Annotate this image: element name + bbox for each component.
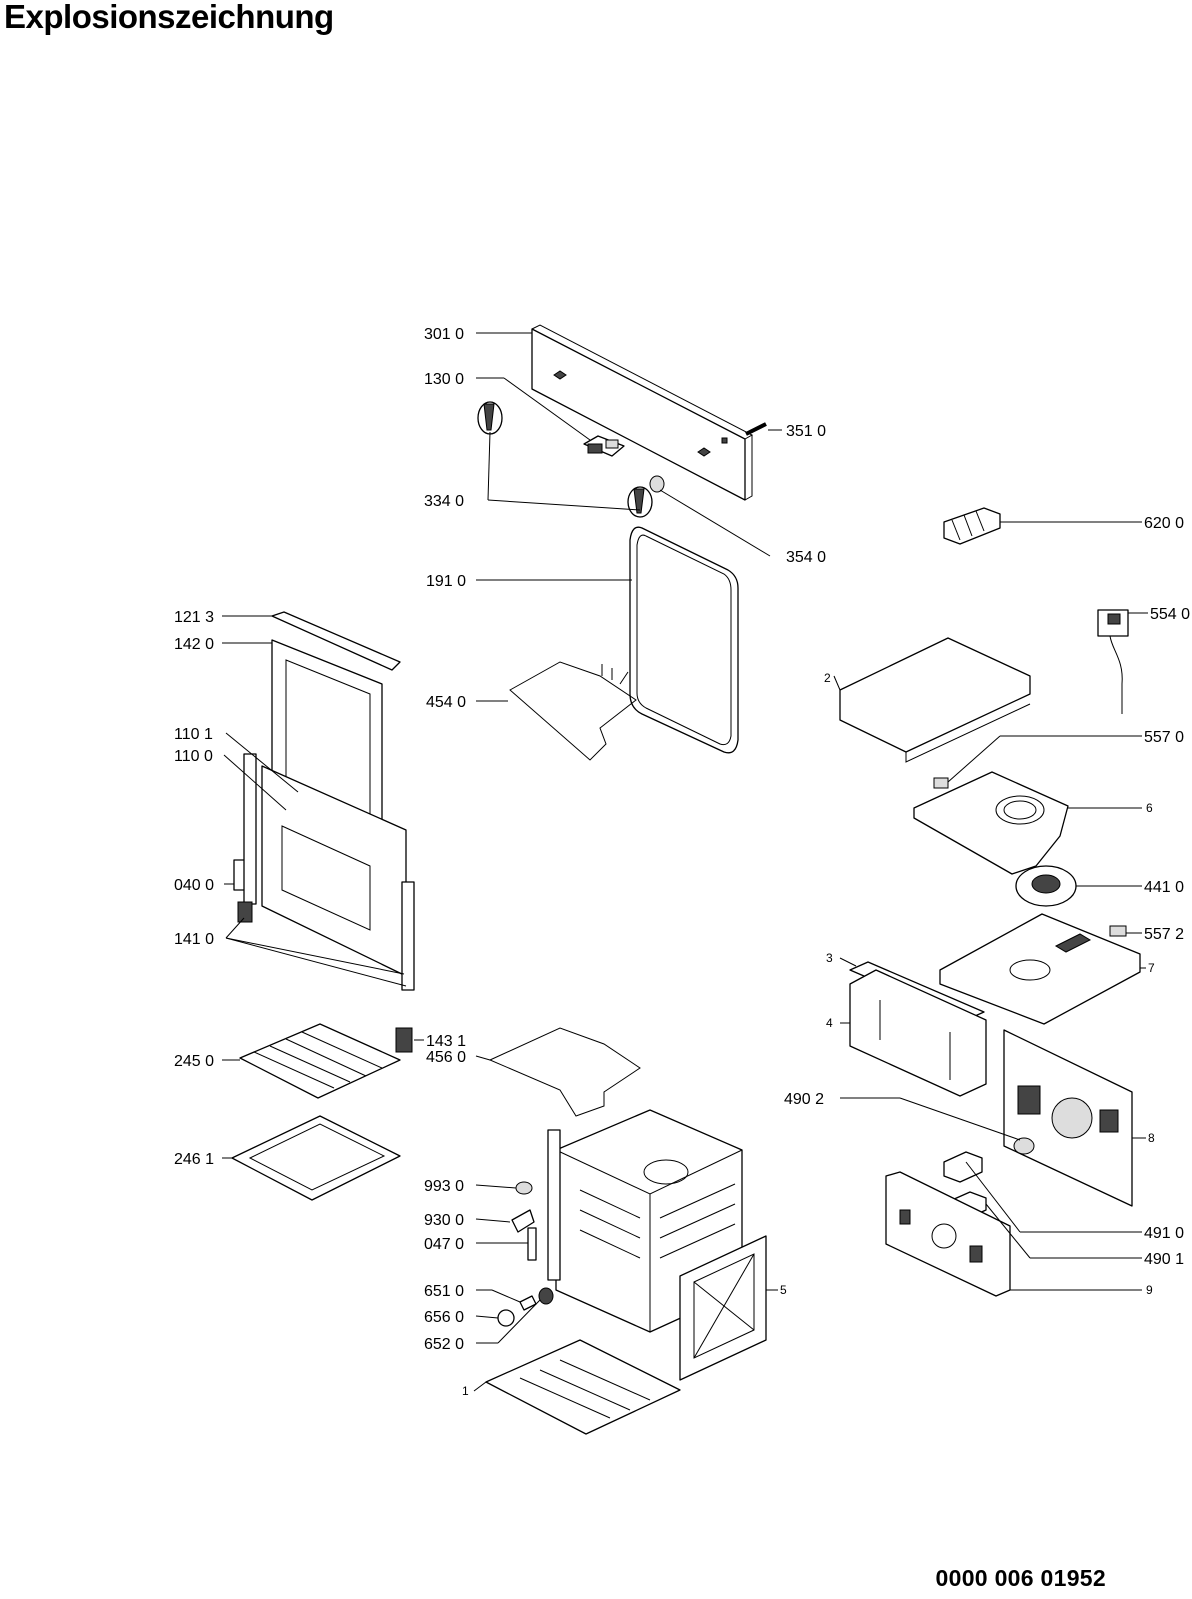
part-label: 354 0 [786,549,826,566]
lamp-glass-part [497,1309,515,1327]
hinge-clip-part [395,1027,413,1053]
part-label: 246 1 [174,1151,214,1168]
hinge-bracket-part [237,901,253,923]
part-label: 7 [1148,961,1155,975]
part-label: 245 0 [174,1053,214,1070]
part-label: 047 0 [424,1236,464,1253]
terminal-part [943,1151,983,1183]
part-label: 6 [1146,801,1153,815]
electronics-bracket-part [849,969,987,1097]
part-labels: 301 0 130 0 351 0 334 0 354 0 620 0 191 … [174,326,1190,1398]
page-title: Explosionszeichnung [4,0,334,35]
switch-part [583,435,625,457]
part-label: 142 0 [174,636,214,653]
part-label: 8 [1148,1131,1155,1145]
clip-part [511,1209,535,1233]
lamp-socket-part [538,1287,554,1305]
lamp-cap-part [649,475,665,493]
top-cover-part [839,637,1031,763]
part-label: 2 [824,671,831,685]
fan-housing-part [913,771,1069,875]
part-label: 1 [462,1384,469,1398]
part-label: 040 0 [174,877,214,894]
wire-rack-part [239,1023,401,1099]
oven-top-panel-part [939,913,1141,1025]
part-label: 141 0 [174,931,214,948]
lamp-holder-part [515,1181,533,1195]
lower-heater-part [488,1027,641,1117]
control-panel-part [531,324,754,501]
part-label: 652 0 [424,1336,464,1353]
bottom-panel-part [485,1339,681,1435]
part-label: 620 0 [1144,515,1184,532]
part-label: 490 2 [784,1091,824,1108]
part-label: 130 0 [424,371,464,388]
upper-heater-part [509,661,637,761]
part-label: 334 0 [424,493,464,510]
thermal-fuse-part [933,777,949,789]
outer-door-part [243,753,415,991]
thermostat-part [1097,609,1129,714]
spindle-part [519,1295,537,1311]
terminal-block-part [943,507,1001,545]
part-label: 301 0 [424,326,464,343]
part-label: 9 [1146,1283,1153,1297]
knob-part [477,401,653,518]
back-wall-part [1003,1029,1133,1207]
part-label: 110 1 [174,726,213,743]
part-label: 557 2 [1144,926,1184,943]
part-label: 993 0 [424,1178,464,1195]
part-label: 490 1 [1144,1251,1184,1268]
baking-tray-part [231,1115,401,1201]
fan-motor-part [1015,865,1077,907]
part-label: 557 0 [1144,729,1184,746]
part-label: 351 0 [786,423,826,440]
part-label: 930 0 [424,1212,464,1229]
part-label: 5 [780,1283,787,1297]
part-label: 491 0 [1144,1225,1184,1242]
leader-lines [222,332,1148,1392]
part-label: 456 0 [426,1049,466,1066]
door-gasket-part [629,526,739,754]
pin-part [745,422,767,436]
part-label: 143 1 [426,1033,466,1050]
part-label: 454 0 [426,694,466,711]
rear-cover-part [885,1171,1011,1297]
part-label: 554 0 [1150,606,1190,623]
side-panel-part [679,1235,767,1381]
part-label: 3 [826,951,833,965]
part-label: 121 3 [174,609,214,626]
part-label: 191 0 [426,573,466,590]
document-number: 0000 006 01952 [935,1565,1106,1591]
part-label: 110 0 [174,748,213,765]
part-label: 651 0 [424,1283,464,1300]
lamp-part [1013,1137,1035,1155]
thermal-fuse-2-part [1109,925,1127,937]
part-label: 4 [826,1016,833,1030]
door-top-profile-part [271,611,401,671]
rail-part [527,1227,537,1261]
part-label: 656 0 [424,1309,464,1326]
part-label: 441 0 [1144,879,1184,896]
